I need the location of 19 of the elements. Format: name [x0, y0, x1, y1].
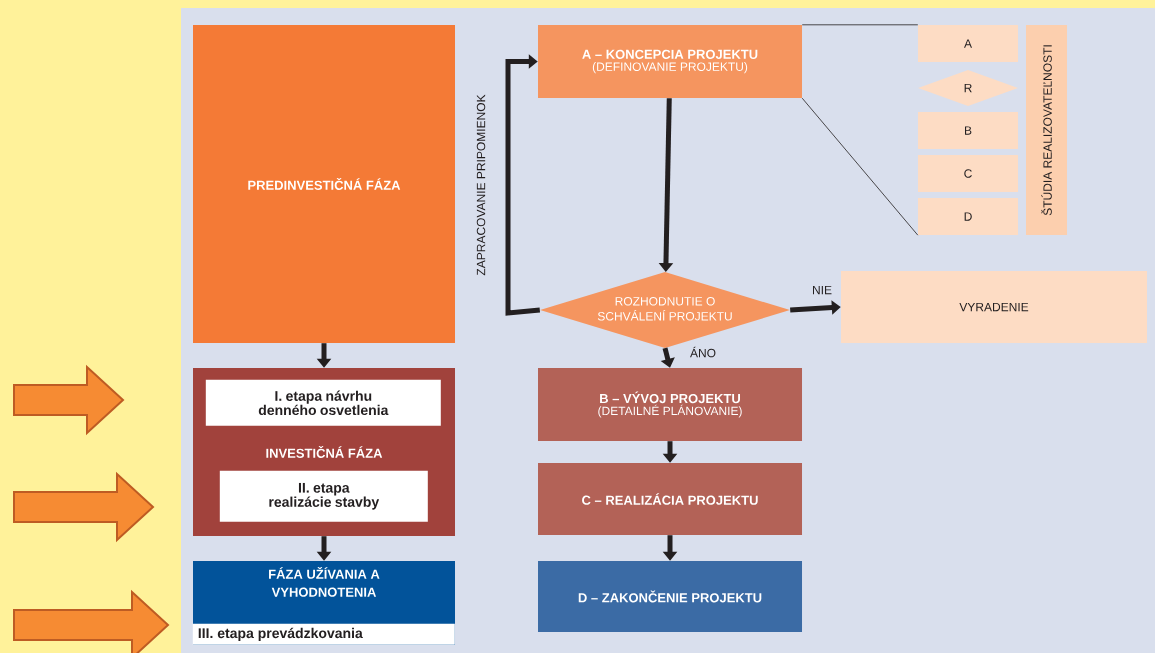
- stage-box: III. etapa prevádzkovania: [192, 623, 455, 645]
- process-box: A – KONCEPCIA PROJEKTU (DEFINOVANIE PROJEKTU): [538, 25, 802, 98]
- connector-line: [801, 24, 919, 26]
- step-box: D: [918, 198, 1018, 235]
- step-box: C: [918, 155, 1018, 192]
- step-box: B: [918, 112, 1018, 149]
- study-bar: ŠTÚDIA REALIZOVATEĽNOSTI: [1026, 25, 1067, 235]
- arrow: [505, 54, 541, 316]
- stage-box: II. etapa realizácie stavby: [219, 470, 428, 522]
- process-box: VYRADENIE: [841, 271, 1147, 343]
- connector-line: [801, 97, 919, 236]
- process-box: D – ZAKONČENIE PROJEKTU: [538, 561, 802, 632]
- edge-label: NIE: [811, 284, 833, 296]
- stage-box: I. etapa návrhu denného osvetlenia: [205, 379, 441, 426]
- process-box: B – VÝVOJ PROJEKTU (DETAILNÉ PLÁNOVANIE): [538, 368, 802, 441]
- step-box: A: [918, 25, 1018, 62]
- process-box: C – REALIZÁCIA PROJEKTU: [538, 463, 802, 535]
- edge-label: ZAPRACOVANIE PRIPOMIENOK: [475, 93, 487, 277]
- phase-box: PREDINVESTIČNÁ FÁZA: [193, 25, 455, 343]
